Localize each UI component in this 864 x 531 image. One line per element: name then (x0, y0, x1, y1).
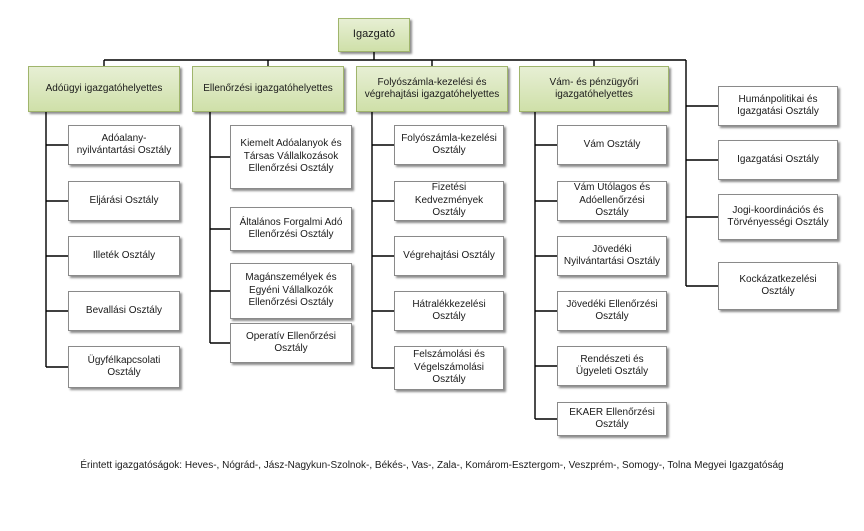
unit-box-2-1: Fizetési Kedvezmények Osztály (394, 181, 504, 221)
unit-box-1-3: Operatív Ellenőrzési Osztály (230, 323, 352, 363)
unit-box-0-3: Bevallási Osztály (68, 291, 180, 331)
unit-box-0-2: Illeték Osztály (68, 236, 180, 276)
director-box: Igazgató (338, 18, 410, 52)
unit-box-1-2: Magánszemélyek és Egyéni Vállalkozók Ell… (230, 263, 352, 319)
unit-box-3-1: Vám Utólagos és Adóellenőrzési Osztály (557, 181, 667, 221)
deputy-box-3: Vám- és pénzügyőri igazgatóhelyettes (519, 66, 669, 112)
unit-box-3-4: Rendészeti és Ügyeleti Osztály (557, 346, 667, 386)
unit-box-0-1: Eljárási Osztály (68, 181, 180, 221)
deputy-box-1: Ellenőrzési igazgatóhelyettes (192, 66, 344, 112)
unit-box-2-4: Felszámolási és Végelszámolási Osztály (394, 346, 504, 390)
deputy-box-2: Folyószámla-kezelési és végrehajtási iga… (356, 66, 508, 112)
direct-unit-box-3: Kockázatkezelési Osztály (718, 262, 838, 310)
unit-box-2-3: Hátralékkezelési Osztály (394, 291, 504, 331)
unit-box-3-0: Vám Osztály (557, 125, 667, 165)
footer-note: Érintett igazgatóságok: Heves-, Nógrád-,… (80, 460, 784, 471)
unit-box-2-0: Folyószámla-kezelési Osztály (394, 125, 504, 165)
unit-box-3-2: Jövedéki Nyilvántartási Osztály (557, 236, 667, 276)
unit-box-0-4: Ügyfélkapcsolati Osztály (68, 346, 180, 388)
direct-unit-box-0: Humánpolitikai és Igazgatási Osztály (718, 86, 838, 126)
deputy-box-0: Adóügyi igazgatóhelyettes (28, 66, 180, 112)
direct-unit-box-2: Jogi-koordinációs és Törvényességi Osztá… (718, 194, 838, 240)
direct-unit-box-1: Igazgatási Osztály (718, 140, 838, 180)
connector-lines (45, 52, 718, 420)
unit-box-1-0: Kiemelt Adóalanyok és Társas Vállalkozás… (230, 125, 352, 189)
unit-box-2-2: Végrehajtási Osztály (394, 236, 504, 276)
unit-box-3-5: EKAER Ellenőrzési Osztály (557, 402, 667, 436)
unit-box-3-3: Jövedéki Ellenőrzési Osztály (557, 291, 667, 331)
unit-box-1-1: Általános Forgalmi Adó Ellenőrzési Osztá… (230, 207, 352, 251)
unit-box-0-0: Adóalany-nyilvántartási Osztály (68, 125, 180, 165)
